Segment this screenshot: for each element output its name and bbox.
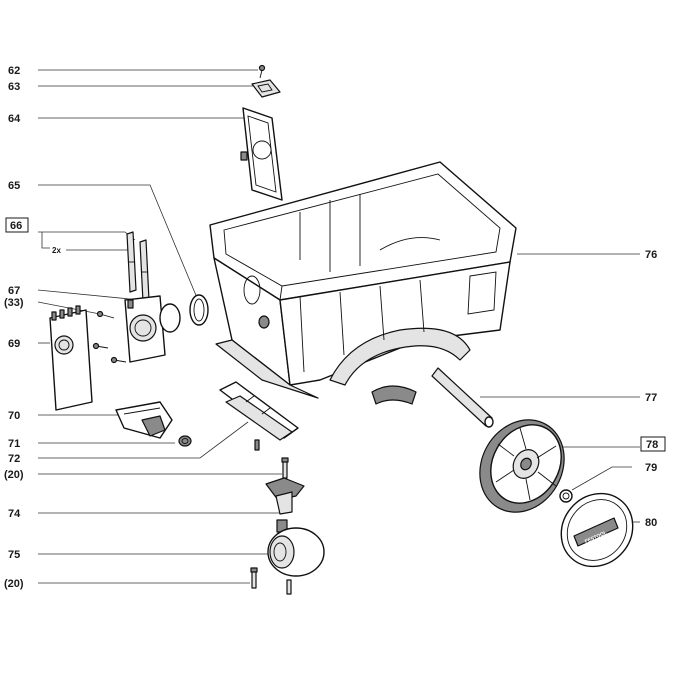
callout-67: 67 bbox=[8, 285, 20, 297]
part-63-clip bbox=[251, 79, 281, 98]
part-74-caster-mount bbox=[265, 477, 305, 515]
part-76-main-container bbox=[209, 161, 517, 405]
part-77-axle bbox=[431, 367, 494, 428]
callout-74: 74 bbox=[8, 508, 21, 520]
part-33-screws bbox=[92, 310, 127, 364]
callout-62: 62 bbox=[8, 65, 20, 77]
callout-75: 75 bbox=[8, 549, 20, 561]
callout-78: 78 bbox=[646, 439, 658, 451]
callout-33: (33) bbox=[4, 297, 24, 309]
part-75-caster-wheel bbox=[267, 519, 325, 595]
callout-64: 64 bbox=[8, 113, 21, 125]
part-20-bolt-lower bbox=[250, 567, 258, 589]
part-64-mounting-plate bbox=[240, 107, 283, 201]
callout-63: 63 bbox=[8, 81, 20, 93]
callout-70: 70 bbox=[8, 410, 20, 422]
callout-76: 76 bbox=[645, 249, 657, 261]
callout-80: 80 bbox=[645, 517, 657, 529]
callout-65: 65 bbox=[8, 180, 20, 192]
part-78-wheel bbox=[479, 419, 565, 513]
callout-78-box bbox=[640, 436, 666, 452]
part-80-hub-cap: FESTOOL bbox=[560, 492, 634, 568]
callout-79: 79 bbox=[645, 462, 657, 474]
part-66-spring-clips bbox=[126, 231, 150, 303]
part-67-hose-port bbox=[124, 295, 181, 363]
callout-66-box bbox=[5, 217, 29, 233]
part-79-retaining-ring bbox=[559, 489, 573, 503]
callout-71: 71 bbox=[8, 438, 20, 450]
callout-20-upper: (20) bbox=[4, 469, 24, 481]
callout-66: 66 bbox=[10, 220, 22, 232]
callout-20-lower: (20) bbox=[4, 578, 24, 590]
part-71-knob bbox=[178, 435, 192, 447]
leader-lines bbox=[37, 69, 640, 584]
part-72-bracket bbox=[219, 381, 299, 451]
callout-labels: 62 63 64 65 66 2x 67 (33) 69 70 71 72 (2… bbox=[4, 65, 666, 590]
part-65-o-ring bbox=[189, 294, 209, 326]
callout-69: 69 bbox=[8, 338, 20, 350]
part-69-cover-panel bbox=[49, 305, 93, 411]
callout-77: 77 bbox=[645, 392, 657, 404]
part-70-latch bbox=[115, 401, 173, 439]
callout-72: 72 bbox=[8, 453, 20, 465]
callout-66-quantity: 2x bbox=[52, 246, 61, 255]
part-20-bolt-upper bbox=[281, 457, 289, 479]
part-62-screw bbox=[258, 64, 266, 79]
